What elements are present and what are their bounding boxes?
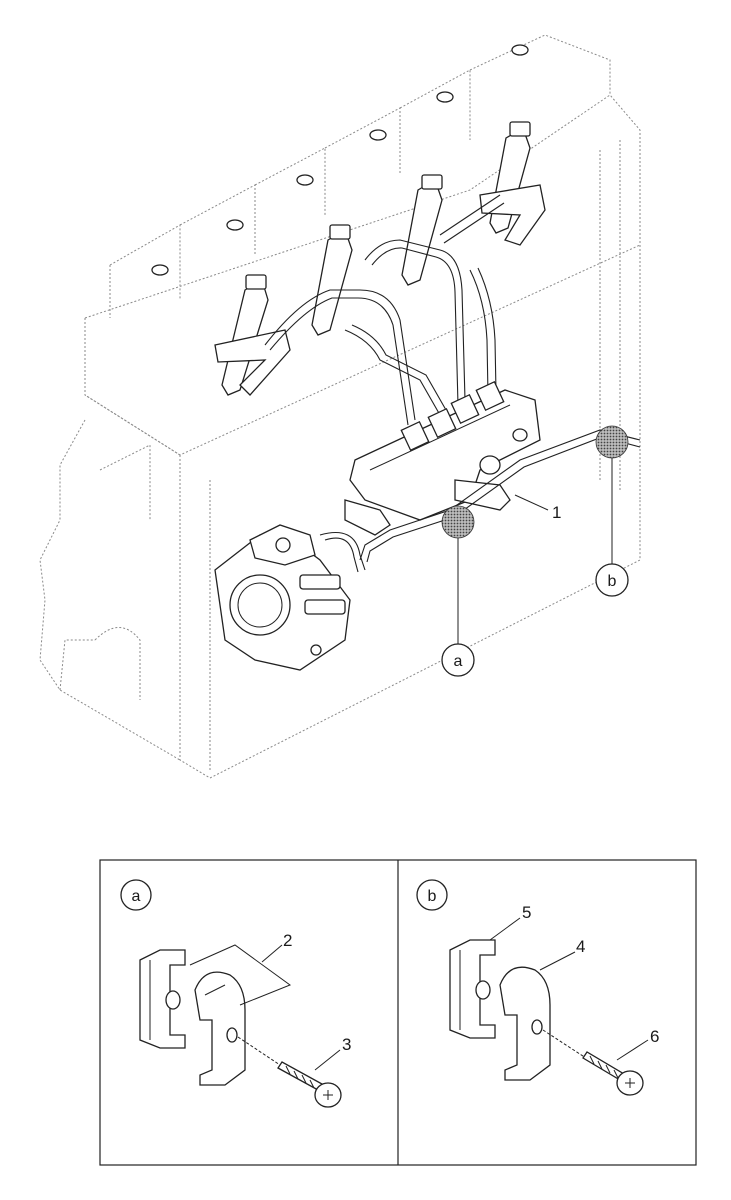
clamp-half-front-b — [499, 966, 551, 1081]
part-2-label: 2 — [283, 931, 292, 950]
common-rail — [344, 380, 541, 536]
callout-b-label: b — [608, 573, 617, 590]
injection-pipes — [264, 194, 505, 426]
clamp-half-back-a — [139, 949, 186, 1049]
part-5-label: 5 — [522, 903, 531, 922]
detail-b-tag: b — [428, 888, 437, 905]
detail-b: b 5 4 6 — [416, 879, 659, 1096]
detail-panels — [99, 859, 697, 1166]
engine-block — [39, 34, 641, 779]
head-bolts — [151, 44, 529, 276]
detail-a-tag: a — [132, 888, 141, 905]
clamp-marker-b — [595, 425, 629, 565]
clamp-marker-a — [441, 505, 475, 645]
part-6-label: 6 — [650, 1027, 659, 1046]
part-4-label: 4 — [576, 937, 585, 956]
clamp-half-back-b — [449, 939, 496, 1039]
callout-b: b — [595, 563, 629, 597]
part-1-label: 1 — [552, 503, 561, 522]
injector-2 — [311, 224, 353, 336]
part-3-label: 3 — [342, 1035, 351, 1054]
injector-1 — [221, 274, 269, 396]
injector-3 — [401, 174, 443, 286]
detail-a: a 2 3 — [120, 879, 351, 1108]
supply-pump — [214, 524, 366, 671]
callout-a: a — [441, 643, 475, 677]
callout-a-label: a — [454, 653, 463, 670]
part-1-leader: 1 — [514, 494, 561, 522]
clamp-half-front-a — [194, 971, 246, 1086]
injectors — [214, 121, 546, 396]
